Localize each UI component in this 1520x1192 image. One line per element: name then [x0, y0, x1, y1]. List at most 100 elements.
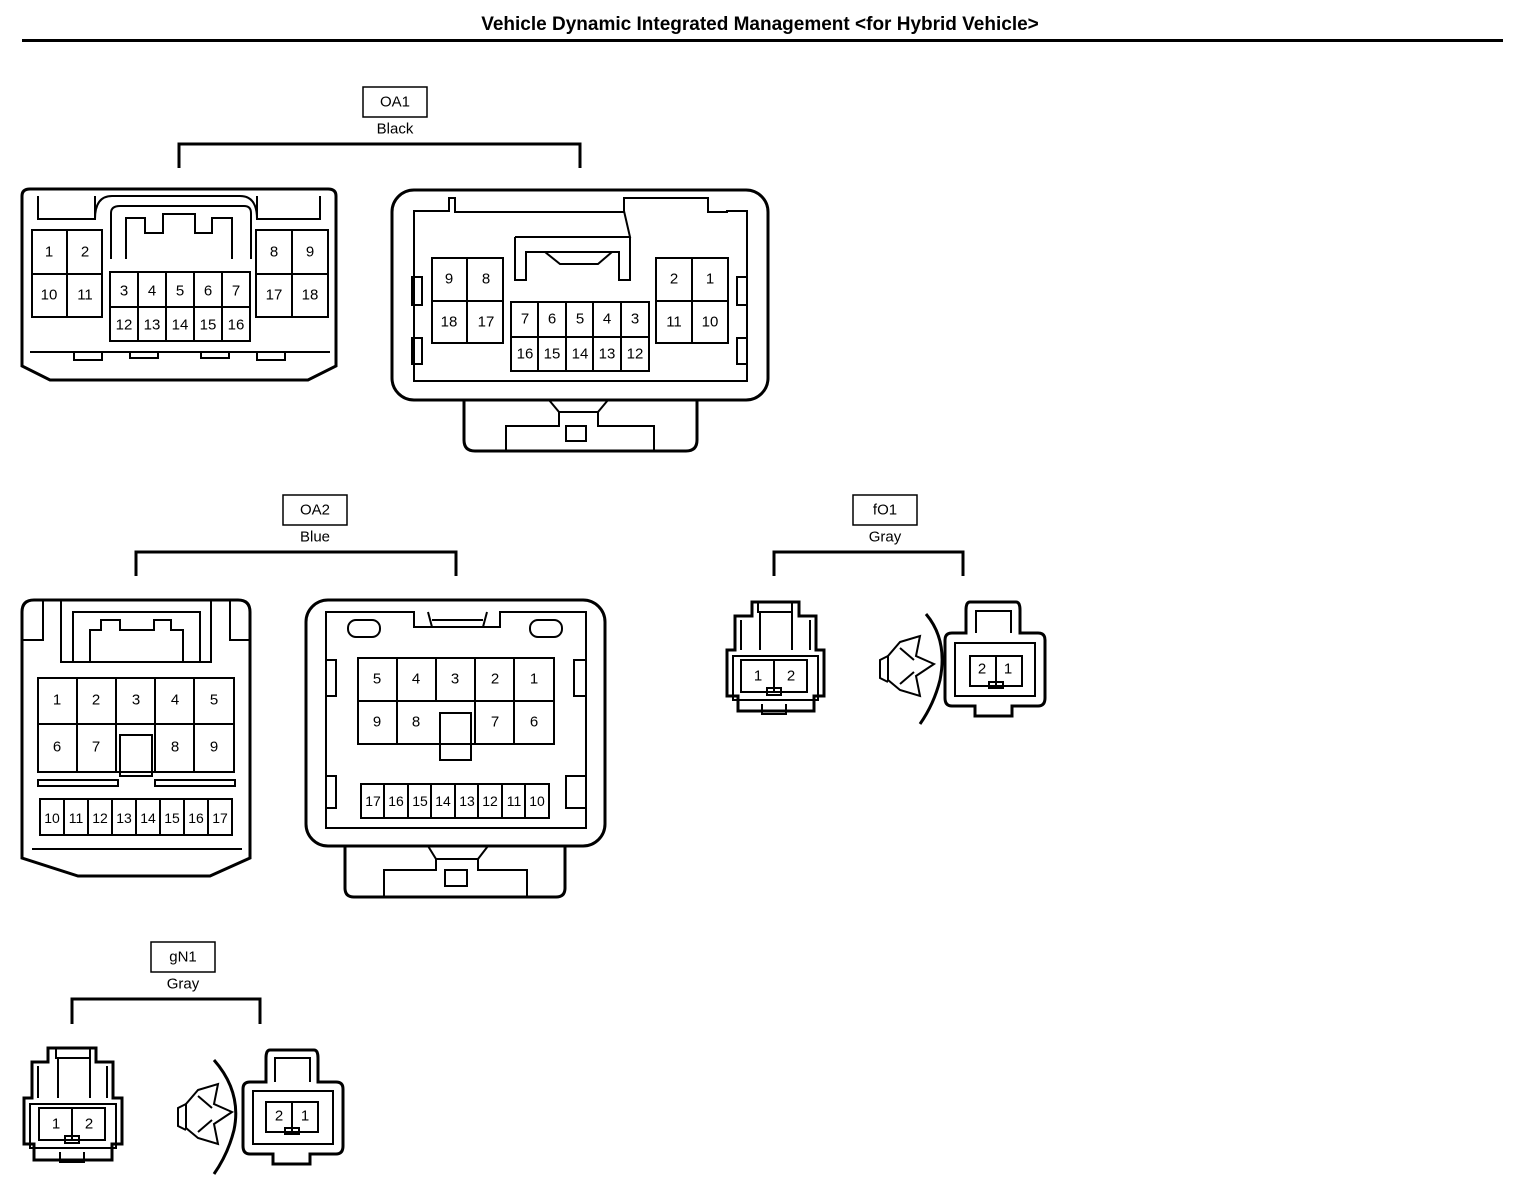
connector-gn1-color: Gray — [167, 976, 200, 993]
connector-oa1: OA1 Black 1 2 10 11 8 — [20, 86, 770, 453]
connector-oa2-id-box — [282, 494, 348, 526]
pin-label: 18 — [441, 314, 458, 331]
pin-label: 3 — [451, 671, 459, 688]
pin-label: 15 — [544, 346, 561, 363]
pin-label: 2 — [978, 661, 986, 678]
connector-gn1-id: gN1 — [169, 949, 197, 966]
pin-label: 8 — [482, 271, 490, 288]
pin-label: 8 — [171, 739, 179, 756]
page-title: Vehicle Dynamic Integrated Management <f… — [481, 14, 1039, 35]
connector-gn1-left-body — [22, 1046, 124, 1163]
pin-label: 14 — [172, 317, 189, 334]
pin-label: 3 — [631, 311, 639, 328]
pin-label: 7 — [491, 714, 499, 731]
pin-label: 18 — [302, 287, 319, 304]
pin-label: 10 — [529, 793, 545, 809]
pin-label: 10 — [41, 287, 58, 304]
connector-oa1-right-body — [390, 188, 770, 453]
pin-label: 11 — [507, 793, 522, 809]
pin-label: 16 — [228, 317, 245, 334]
pin-label: 5 — [373, 671, 381, 688]
pin-label: 4 — [171, 692, 179, 709]
pin-label: 13 — [144, 317, 161, 334]
pin-label: 17 — [365, 793, 381, 809]
pin-label: 17 — [266, 287, 283, 304]
connector-oa2-bracket — [134, 550, 458, 576]
pin-label: 2 — [670, 271, 678, 288]
pin-label: 16 — [517, 346, 534, 363]
connector-gn1-right-body — [177, 1048, 345, 1175]
pin-label: 10 — [702, 314, 719, 331]
connector-fo1: fO1 Gray 1 2 2 — [725, 494, 1047, 725]
connector-fo1-left-body — [725, 600, 826, 715]
pin-label: 16 — [388, 793, 404, 809]
pin-label: 16 — [188, 810, 204, 826]
connector-gn1: gN1 Gray 1 2 2 — [22, 941, 345, 1175]
pin-label: 11 — [77, 287, 93, 304]
pin-label: 3 — [132, 692, 140, 709]
pin-label: 14 — [140, 810, 156, 826]
connector-fo1-id: fO1 — [873, 502, 897, 519]
pin-label: 2 — [491, 671, 499, 688]
pin-label: 5 — [176, 283, 184, 300]
pin-label: 12 — [482, 793, 498, 809]
connector-oa2: OA2 Blue 1 2 3 4 5 6 7 8 — [20, 494, 607, 899]
pin-label: 8 — [412, 714, 420, 731]
pin-label: 2 — [92, 692, 100, 709]
pin-label: 7 — [521, 311, 529, 328]
connector-oa1-bracket — [177, 142, 582, 168]
pin-label: 1 — [706, 271, 714, 288]
pin-label: 11 — [69, 810, 84, 826]
pin-label: 2 — [275, 1108, 283, 1125]
pin-label: 12 — [116, 317, 133, 334]
pin-label: 9 — [210, 739, 218, 756]
connector-oa1-left-body — [20, 187, 338, 382]
pin-label: 9 — [445, 271, 453, 288]
pin-label: 11 — [666, 314, 682, 331]
pin-label: 12 — [627, 346, 644, 363]
pin-label: 5 — [210, 692, 218, 709]
pin-label: 15 — [200, 317, 217, 334]
pin-label: 2 — [85, 1116, 93, 1133]
pin-label: 5 — [576, 311, 584, 328]
pin-label: 6 — [53, 739, 61, 756]
title-rule — [22, 39, 1503, 42]
pin-label: 1 — [754, 668, 762, 685]
pin-label: 17 — [212, 810, 228, 826]
pin-label: 13 — [116, 810, 132, 826]
pin-label: 14 — [435, 793, 451, 809]
pin-label: 8 — [270, 244, 278, 261]
connector-fo1-right-body — [879, 600, 1047, 725]
pin-label: 12 — [92, 810, 108, 826]
pin-label: 15 — [164, 810, 180, 826]
pin-label: 7 — [92, 739, 100, 756]
pin-label: 4 — [412, 671, 420, 688]
pin-label: 9 — [306, 244, 314, 261]
connector-gn1-bracket — [70, 997, 262, 1024]
pin-label: 4 — [603, 311, 611, 328]
connector-fo1-color: Gray — [869, 529, 902, 546]
pin-label: 13 — [599, 346, 616, 363]
connector-fo1-bracket — [772, 550, 965, 576]
pin-label: 1 — [45, 244, 53, 261]
connector-oa2-color: Blue — [300, 529, 330, 546]
pin-label: 17 — [478, 314, 495, 331]
pin-label: 6 — [530, 714, 538, 731]
pin-label: 1 — [301, 1108, 309, 1125]
pin-label: 7 — [232, 283, 240, 300]
pin-label: 1 — [52, 1116, 60, 1133]
pin-label: 3 — [120, 283, 128, 300]
pin-label: 1 — [530, 671, 538, 688]
pin-label: 15 — [412, 793, 428, 809]
connector-gn1-id-box — [150, 941, 216, 973]
pin-label: 14 — [572, 346, 589, 363]
pin-label: 2 — [787, 668, 795, 685]
pin-label: 6 — [548, 311, 556, 328]
connector-oa1-id: OA1 — [380, 94, 410, 111]
pin-label: 6 — [204, 283, 212, 300]
pin-label: 2 — [81, 244, 89, 261]
pin-label: 10 — [44, 810, 60, 826]
connector-oa2-left-body — [20, 598, 252, 878]
pin-label: 1 — [53, 692, 61, 709]
connector-fo1-id-box — [852, 494, 918, 526]
